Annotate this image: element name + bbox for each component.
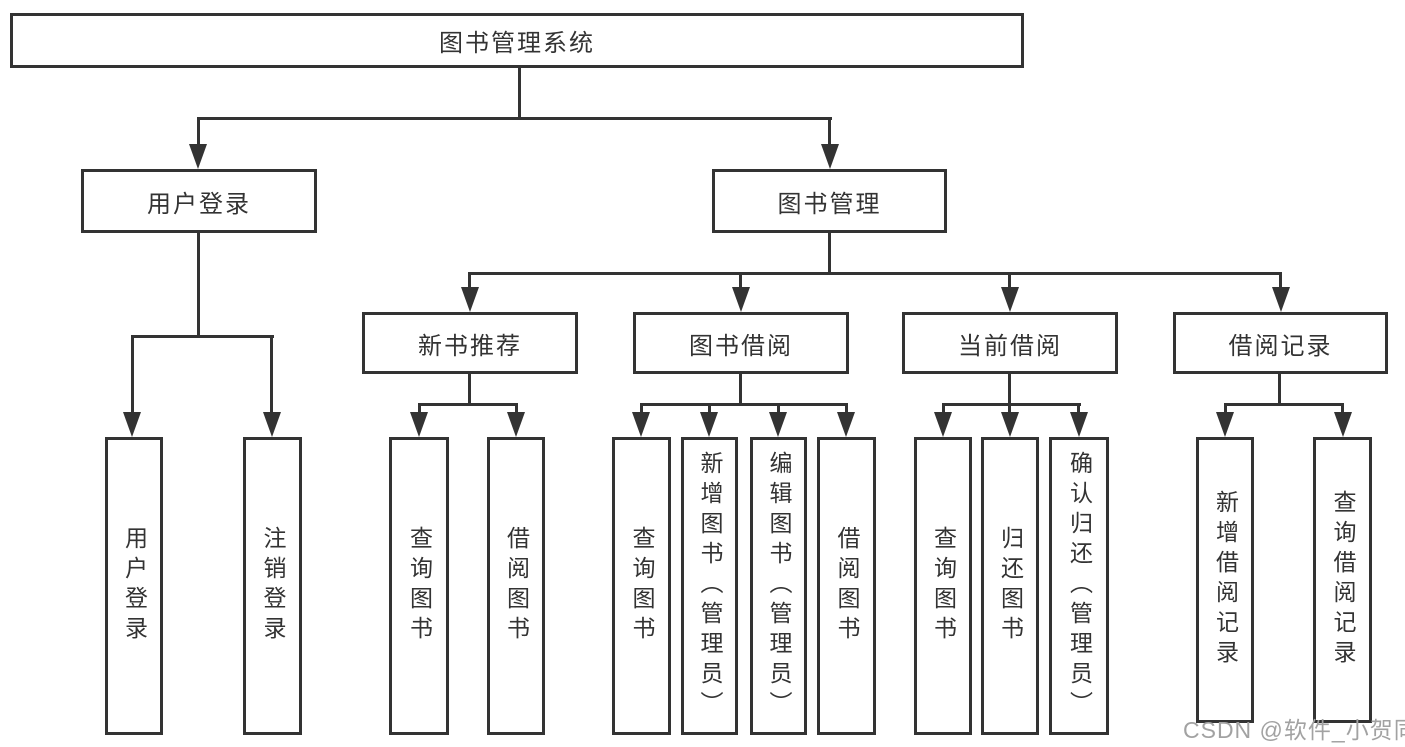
connector-sec3-crossbar	[1224, 403, 1344, 406]
leaf-query-books-1: 查询图书	[389, 437, 449, 735]
connector-sec0-crossbar	[418, 403, 518, 406]
arrowhead-down	[263, 412, 281, 437]
leaf-logout: 注销登录	[243, 437, 302, 735]
connector-userlogin-stem-2	[270, 335, 273, 413]
connector-userlogin-crossbar	[131, 335, 274, 338]
connector-sec2-crossbar	[942, 403, 1081, 406]
leaf-return-books: 归还图书	[981, 437, 1039, 735]
connector-bookmgmt-stem-4	[1279, 272, 1282, 288]
connector-bookmgmt-stem-1	[468, 272, 471, 288]
arrowhead-down	[934, 412, 952, 437]
connector-sec1-stem-1	[640, 403, 643, 413]
connector-root-crossbar	[197, 117, 832, 120]
connector-sec1-crossbar	[640, 403, 848, 406]
connector-bookmgmt-trunk	[828, 233, 831, 275]
connector-userlogin-stem-1	[131, 335, 134, 413]
connector-sec1-stem-4	[845, 403, 848, 413]
arrowhead-down	[837, 412, 855, 437]
connector-sec1-stem-2	[708, 403, 711, 413]
leaf-user-login: 用户登录	[105, 437, 163, 735]
leaf-confirm-return-admin: 确认归还（管理员）	[1049, 437, 1109, 735]
arrowhead-down	[461, 287, 479, 312]
connector-bookmgmt-crossbar	[468, 272, 1282, 275]
arrowhead-down	[1216, 412, 1234, 437]
arrowhead-down	[700, 412, 718, 437]
connector-root-stem-left	[197, 117, 200, 145]
leaf-borrow-books-2: 借阅图书	[817, 437, 876, 735]
connector-sec1-trunk	[739, 374, 742, 406]
connector-sec0-stem-1	[418, 403, 421, 413]
connector-root-stem-right	[828, 117, 831, 145]
connector-userlogin-trunk	[197, 233, 200, 338]
connector-sec2-stem-1	[942, 403, 945, 413]
connector-sec3-trunk	[1278, 374, 1281, 406]
node-book-borrow: 图书借阅	[633, 312, 849, 374]
arrowhead-down	[1001, 412, 1019, 437]
arrowhead-down	[769, 412, 787, 437]
connector-root-trunk	[518, 68, 521, 120]
connector-sec2-stem-3	[1077, 403, 1080, 413]
leaf-borrow-books-1: 借阅图书	[487, 437, 545, 735]
node-user-login: 用户登录	[81, 169, 317, 233]
arrowhead-down	[732, 287, 750, 312]
arrowhead-down	[1070, 412, 1088, 437]
connector-bookmgmt-stem-2	[739, 272, 742, 288]
connector-sec3-stem-1	[1224, 403, 1227, 413]
csdn-watermark: CSDN @软件_小贺同学	[1183, 717, 1405, 743]
leaf-query-books-3: 查询图书	[914, 437, 972, 735]
node-borrow-records: 借阅记录	[1173, 312, 1388, 374]
arrowhead-down	[410, 412, 428, 437]
connector-sec3-stem-2	[1341, 403, 1344, 413]
connector-sec2-stem-2	[1008, 403, 1011, 413]
node-current-borrow: 当前借阅	[902, 312, 1118, 374]
connector-sec2-trunk	[1008, 374, 1011, 406]
arrowhead-down	[632, 412, 650, 437]
arrowhead-down	[1272, 287, 1290, 312]
arrowhead-down	[1334, 412, 1352, 437]
arrowhead-down	[123, 412, 141, 437]
root-node-library-system: 图书管理系统	[10, 13, 1024, 68]
arrowhead-down	[821, 144, 839, 169]
arrowhead-down	[1001, 287, 1019, 312]
node-new-book-recommend: 新书推荐	[362, 312, 578, 374]
connector-sec1-stem-3	[777, 403, 780, 413]
leaf-query-borrow-record: 查询借阅记录	[1313, 437, 1372, 723]
leaf-add-borrow-record: 新增借阅记录	[1196, 437, 1254, 723]
leaf-query-books-2: 查询图书	[612, 437, 671, 735]
leaf-add-books-admin: 新增图书（管理员）	[681, 437, 738, 735]
connector-sec0-stem-2	[515, 403, 518, 413]
node-book-management: 图书管理	[712, 169, 947, 233]
leaf-edit-books-admin: 编辑图书（管理员）	[750, 437, 807, 735]
connector-sec0-trunk	[468, 374, 471, 406]
arrowhead-down	[507, 412, 525, 437]
arrowhead-down	[189, 144, 207, 169]
connector-bookmgmt-stem-3	[1008, 272, 1011, 288]
